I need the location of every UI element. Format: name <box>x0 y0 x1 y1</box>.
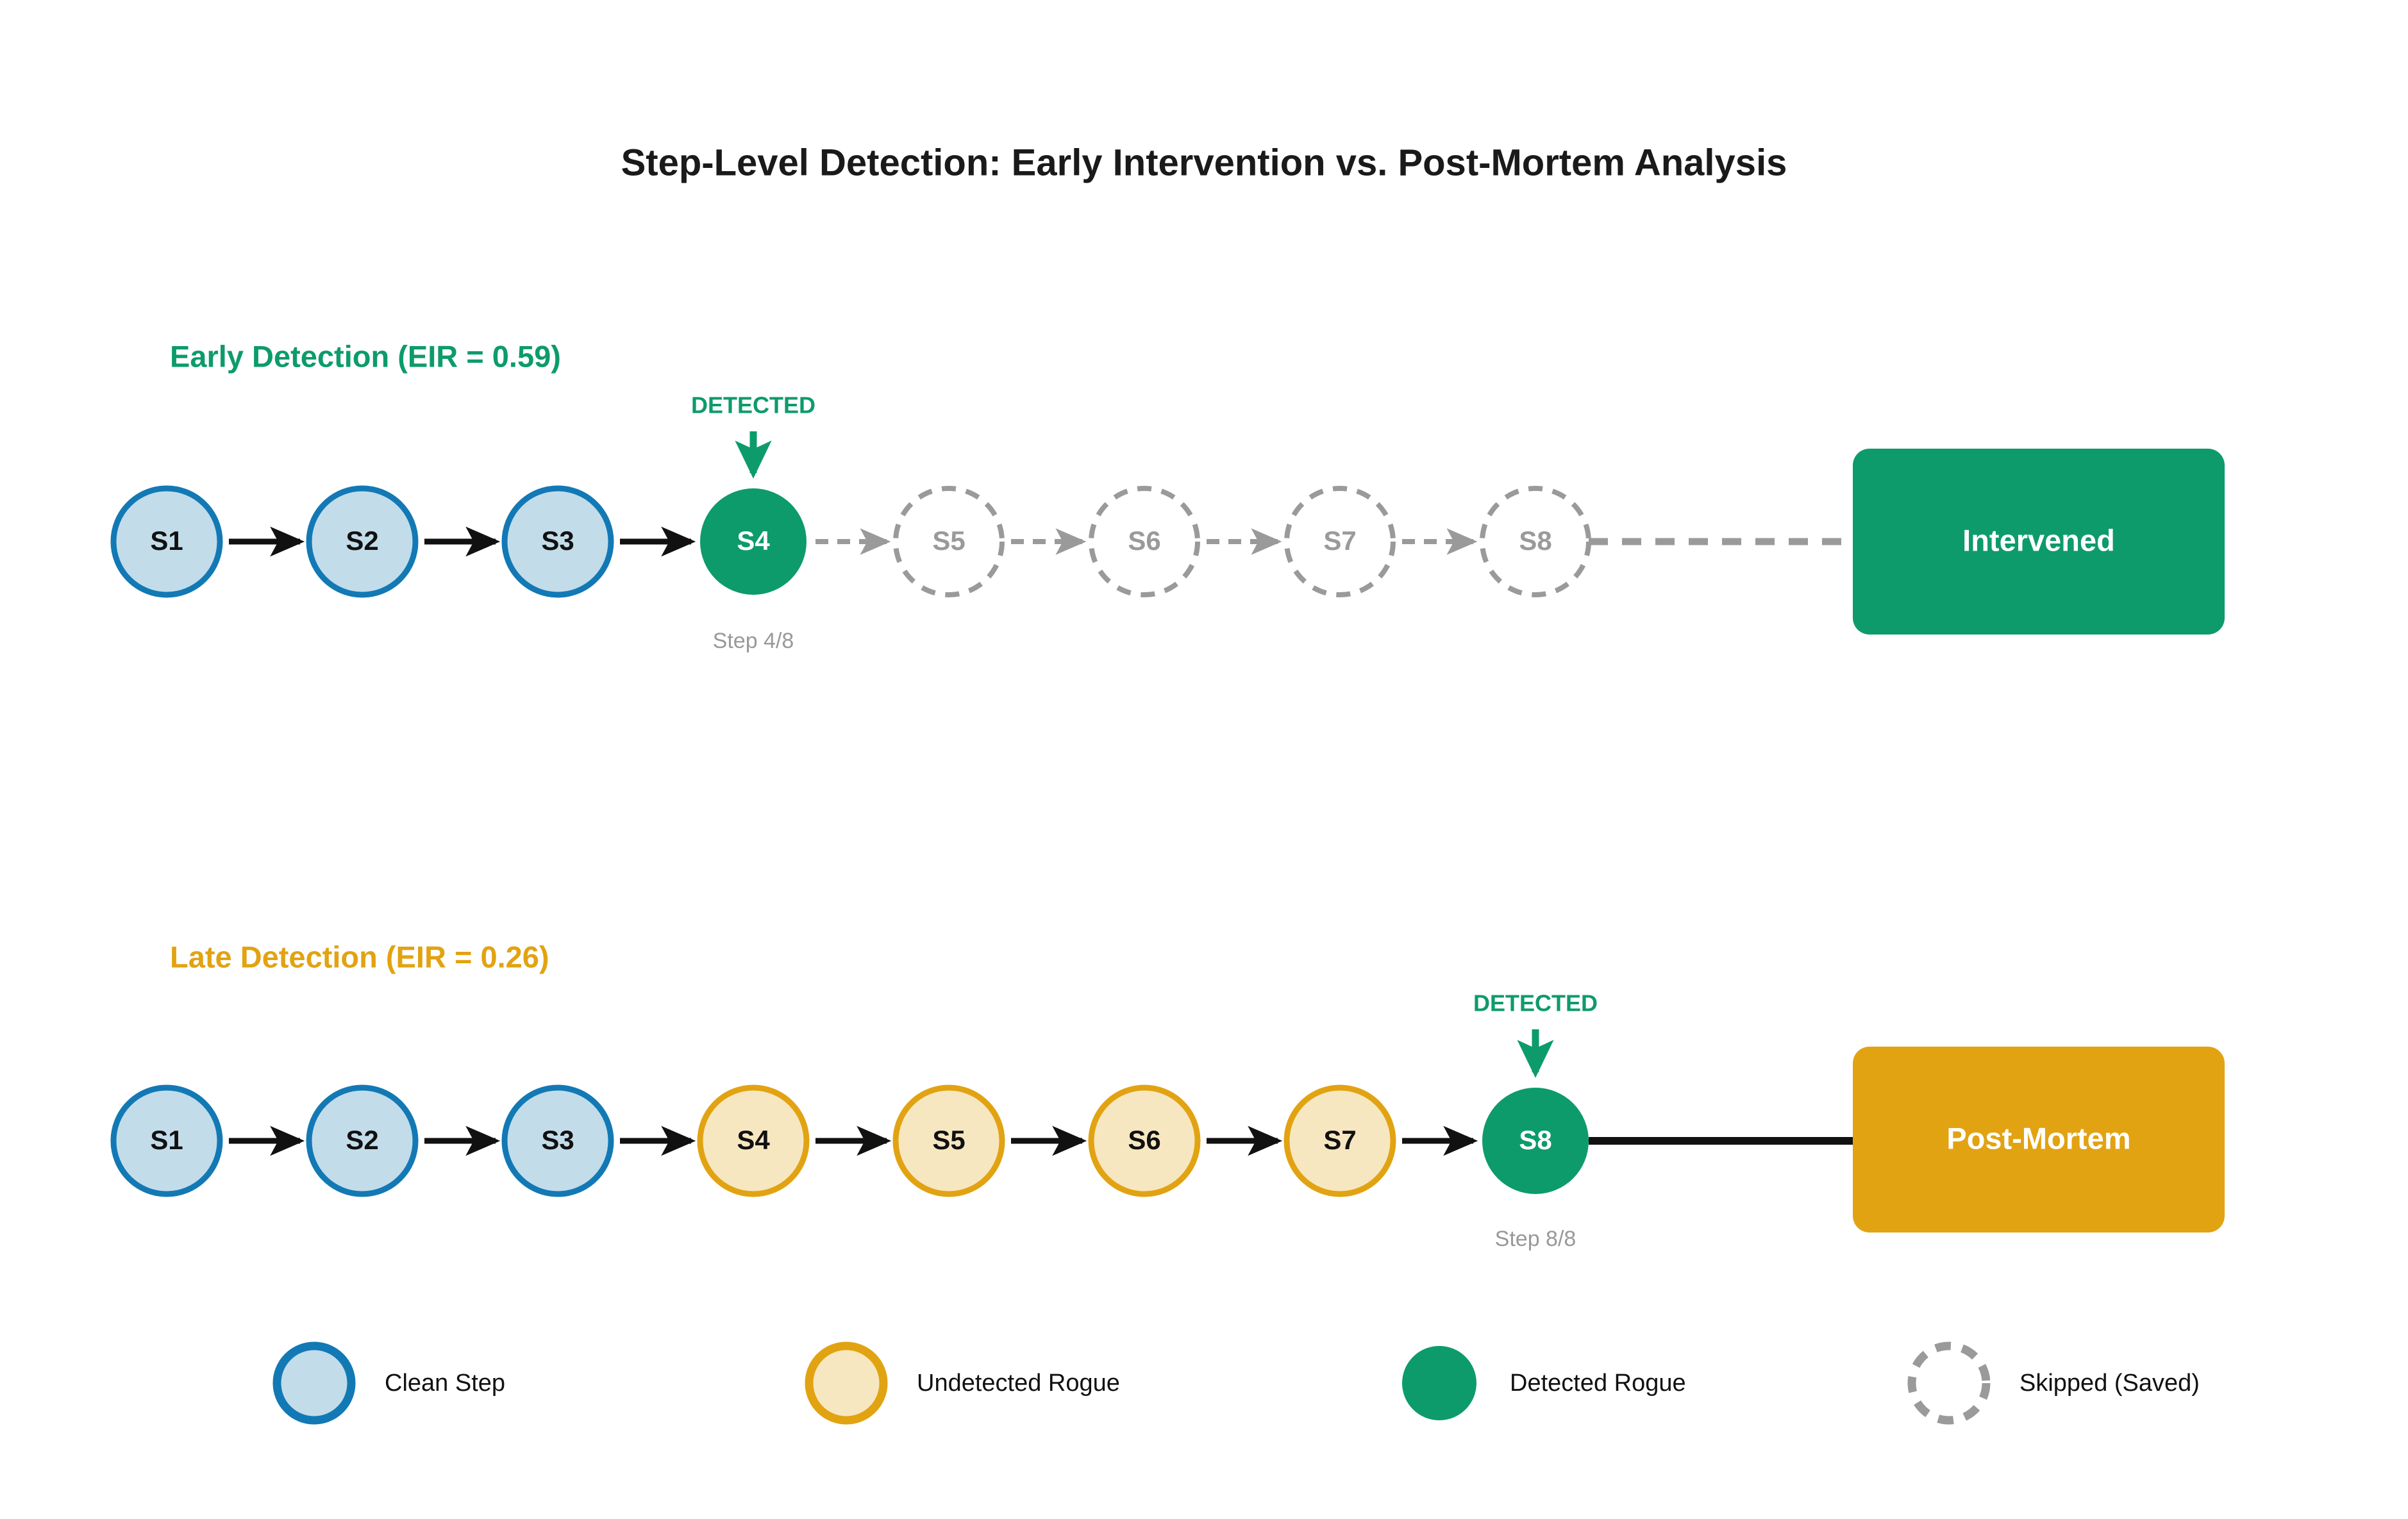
step-node-s2-clean[interactable]: S2 <box>306 1084 419 1197</box>
step-node-s5-skipped[interactable]: S5 <box>893 486 1005 597</box>
step-node-s7-skipped[interactable]: S7 <box>1284 486 1396 597</box>
step-node-circle[interactable] <box>1480 486 1591 597</box>
step-caption: Step 8/8 <box>1495 1227 1576 1251</box>
step-node-s6-rogue[interactable]: S6 <box>1088 1084 1201 1197</box>
legend-swatch-detected <box>1402 1346 1476 1420</box>
step-node-circle[interactable] <box>697 1084 810 1197</box>
legend-swatch-skipped <box>1907 1341 1991 1425</box>
step-node-circle[interactable] <box>110 485 223 598</box>
step-node-s1-clean[interactable]: S1 <box>110 1084 223 1197</box>
step-node-circle[interactable] <box>893 486 1005 597</box>
step-node-label: S7 <box>1323 1125 1356 1155</box>
legend-item-clean: Clean Step <box>272 1341 505 1425</box>
step-node-s4-rogue[interactable]: S4 <box>697 1084 810 1197</box>
step-node-label: S6 <box>1128 526 1160 556</box>
step-node-label: S2 <box>346 1125 378 1155</box>
flow-row-early-detection: Early Detection (EIR = 0.59) S1 S2 S3 S4 S5 S6… <box>110 339 2225 653</box>
step-node-label: S8 <box>1519 526 1551 556</box>
legend-label: Skipped (Saved) <box>2019 1370 2200 1397</box>
outcome-box-post-mortem[interactable]: Post-Mortem <box>1853 1047 2225 1233</box>
step-node-s4-detected[interactable]: S4 <box>700 488 807 595</box>
outcome-box-intervened[interactable]: Intervened <box>1853 449 2225 635</box>
step-node-s3-clean[interactable]: S3 <box>501 485 614 598</box>
step-node-label: S4 <box>737 1125 770 1155</box>
step-node-s6-skipped[interactable]: S6 <box>1089 486 1200 597</box>
step-node-circle[interactable] <box>306 1084 419 1197</box>
step-node-s7-rogue[interactable]: S7 <box>1283 1084 1396 1197</box>
step-node-s8-detected[interactable]: S8 <box>1482 1088 1589 1194</box>
step-node-circle[interactable] <box>501 485 614 598</box>
outcome-box-shape[interactable] <box>1853 449 2225 635</box>
row-title-early-detection: Early Detection (EIR = 0.59) <box>170 339 561 373</box>
legend-swatch-rogue <box>805 1341 888 1425</box>
step-node-label: S7 <box>1323 526 1356 556</box>
outcome-box-label: Intervened <box>1962 523 2115 557</box>
detected-label: DETECTED <box>1473 990 1598 1017</box>
step-node-s1-clean[interactable]: S1 <box>110 485 223 598</box>
step-node-label: S8 <box>1519 1125 1551 1155</box>
step-node-circle[interactable] <box>1089 486 1200 597</box>
step-node-label: S2 <box>346 526 378 556</box>
legend-item-detected: Detected Rogue <box>1402 1346 1686 1420</box>
step-node-label: S5 <box>932 526 965 556</box>
legend-label: Detected Rogue <box>1510 1370 1686 1397</box>
step-caption: Step 4/8 <box>713 629 794 653</box>
step-node-circle[interactable] <box>892 1084 1005 1197</box>
step-node-label: S3 <box>541 526 574 556</box>
step-node-label: S1 <box>150 526 183 556</box>
step-node-circle[interactable] <box>501 1084 614 1197</box>
legend-item-skipped: Skipped (Saved) <box>1907 1341 2200 1425</box>
row-title-late-detection: Late Detection (EIR = 0.26) <box>170 940 549 974</box>
step-node-label: S6 <box>1128 1125 1160 1155</box>
legend-item-rogue: Undetected Rogue <box>805 1341 1120 1425</box>
step-node-circle[interactable] <box>1482 1088 1589 1194</box>
legend-layer: Clean Step Undetected Rogue Detected Rogue… <box>272 1341 2200 1425</box>
outcome-box-label: Post-Mortem <box>1946 1121 2130 1155</box>
step-node-circle[interactable] <box>1088 1084 1201 1197</box>
detected-label: DETECTED <box>691 392 815 419</box>
step-node-circle[interactable] <box>1284 486 1396 597</box>
step-node-circle[interactable] <box>700 488 807 595</box>
step-node-s3-clean[interactable]: S3 <box>501 1084 614 1197</box>
outcome-box-shape[interactable] <box>1853 1047 2225 1233</box>
step-node-s8-skipped[interactable]: S8 <box>1480 486 1591 597</box>
legend-label: Undetected Rogue <box>917 1370 1120 1397</box>
step-node-circle[interactable] <box>110 1084 223 1197</box>
legend-label: Clean Step <box>385 1370 505 1397</box>
legend-swatch-clean <box>272 1341 356 1425</box>
step-node-circle[interactable] <box>306 485 419 598</box>
step-node-label: S5 <box>932 1125 965 1155</box>
step-node-s5-rogue[interactable]: S5 <box>892 1084 1005 1197</box>
step-node-label: S4 <box>737 526 770 556</box>
step-node-s2-clean[interactable]: S2 <box>306 485 419 598</box>
page-title: Step-Level Detection: Early Intervention… <box>621 142 1787 183</box>
step-node-circle[interactable] <box>1283 1084 1396 1197</box>
step-node-label: S3 <box>541 1125 574 1155</box>
step-node-label: S1 <box>150 1125 183 1155</box>
